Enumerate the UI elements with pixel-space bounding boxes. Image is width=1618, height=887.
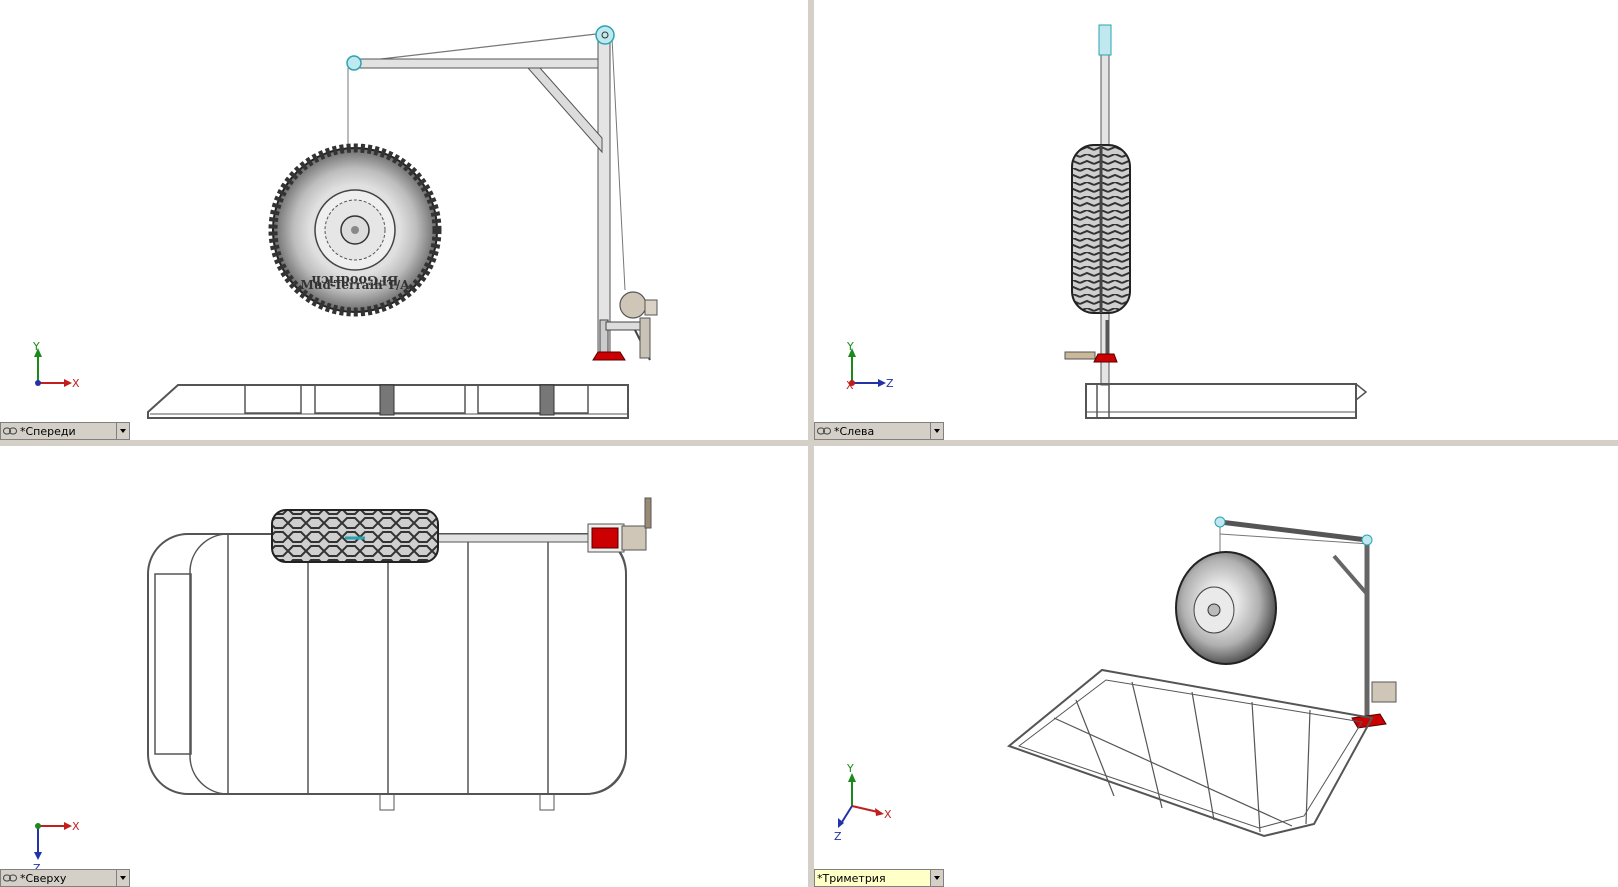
top-jack-red xyxy=(591,527,619,549)
tri-rail-1 xyxy=(1053,717,1293,827)
basket-mount-2 xyxy=(539,384,555,416)
viewport-left[interactable]: Y Z X *Слева xyxy=(814,0,1618,440)
tri-brace xyxy=(1332,554,1369,596)
trimetric-view-label: *Триметрия xyxy=(817,871,886,885)
tri-cross-3 xyxy=(1191,691,1215,821)
viewport-front[interactable]: BFGoodrich Mud-Terrain T/A Y X xyxy=(0,0,808,440)
left-view-selector[interactable]: *Слева xyxy=(814,422,944,440)
tire-top xyxy=(271,509,439,563)
crane-cable-top xyxy=(354,32,606,63)
viewport-top[interactable]: X Z *Сверху xyxy=(0,446,808,887)
axis-label-up: Y xyxy=(846,762,854,775)
pulley-left xyxy=(346,55,362,71)
pulley-top-hub xyxy=(601,31,609,39)
wheel-center xyxy=(351,226,359,234)
link-views-icon xyxy=(3,874,17,882)
crane-cable-winch xyxy=(611,37,626,291)
winch-drum xyxy=(619,291,647,319)
top-axis-triad: X Z xyxy=(33,820,80,875)
top-mount-1 xyxy=(379,793,395,811)
pulley-top xyxy=(595,25,615,45)
basket-outline xyxy=(147,384,629,419)
top-basket-end xyxy=(154,573,192,755)
winch-handle xyxy=(639,317,651,359)
front-view-selector[interactable]: *Спереди xyxy=(0,422,130,440)
top-view-selector[interactable]: *Сверху xyxy=(0,869,130,887)
link-views-icon xyxy=(817,427,831,435)
axis-label-right: X xyxy=(72,820,80,833)
top-view-drawing: X Z xyxy=(33,497,652,875)
dropdown-arrow-icon[interactable] xyxy=(930,870,943,886)
tire-model-label: Mud-Terrain T/A xyxy=(300,278,410,292)
side-basket-post xyxy=(1096,383,1110,419)
trimetric-axis-triad: Y X Z xyxy=(834,762,892,843)
trimetric-view-drawing: Y X Z xyxy=(834,516,1397,843)
tri-winch xyxy=(1371,681,1397,703)
axis-label-up: Y xyxy=(32,340,40,353)
tri-wheel-hub xyxy=(1207,603,1221,617)
tri-cross-1 xyxy=(1075,699,1115,797)
axis-label-down: Z xyxy=(33,862,41,875)
tri-pulley-2 xyxy=(1361,534,1373,546)
axis-label-right: Z xyxy=(886,377,894,390)
axis-label-right: X xyxy=(72,377,80,390)
axis-label-up: Y xyxy=(846,340,854,353)
tri-cross-2 xyxy=(1131,681,1163,809)
dropdown-arrow-icon[interactable] xyxy=(116,423,129,439)
axis-label-third: X xyxy=(846,379,854,392)
jack-base-red xyxy=(592,351,626,361)
tri-cable xyxy=(1219,533,1371,545)
axis-label-third: Z xyxy=(834,830,842,843)
left-axis-triad: Y Z X xyxy=(846,340,894,392)
winch-body xyxy=(644,299,658,316)
link-views-icon xyxy=(3,427,17,435)
dropdown-arrow-icon[interactable] xyxy=(116,870,129,886)
left-view-label: *Слева xyxy=(834,424,875,438)
tri-cross-5 xyxy=(1305,709,1311,825)
side-basket xyxy=(1085,383,1357,419)
side-jack-base xyxy=(1093,353,1118,363)
crane-brace xyxy=(526,67,603,154)
crane-mast xyxy=(597,39,611,361)
crank-handle xyxy=(1064,351,1096,360)
top-basket-outer xyxy=(147,533,627,795)
axis-label-right: X xyxy=(884,808,892,821)
trimetric-view-selector[interactable]: *Триметрия xyxy=(814,869,944,887)
tire-brand-label: BFGoodrich xyxy=(311,272,398,287)
tri-basket-inner xyxy=(1017,679,1363,829)
top-winch-handle xyxy=(644,497,652,529)
front-axis-triad: Y X xyxy=(32,340,80,390)
top-mount-2 xyxy=(539,793,555,811)
tri-cross-4 xyxy=(1251,701,1261,833)
basket-panel-1 xyxy=(244,384,302,414)
tri-pulley-1 xyxy=(1214,516,1226,528)
top-view-label: *Сверху xyxy=(20,871,67,885)
basket-panel-3 xyxy=(477,384,589,414)
tire-tread-front xyxy=(268,143,442,317)
tri-boom xyxy=(1219,519,1368,543)
viewport-trimetric[interactable]: Y X Z *Триметрия xyxy=(814,446,1618,887)
left-view-drawing: Y Z X xyxy=(846,24,1368,419)
dropdown-arrow-icon[interactable] xyxy=(930,423,943,439)
crane-boom xyxy=(351,58,605,69)
front-view-drawing: BFGoodrich Mud-Terrain T/A Y X xyxy=(32,25,658,419)
front-view-label: *Спереди xyxy=(20,424,76,438)
top-basket-inner xyxy=(189,533,627,795)
basket-mount-1 xyxy=(379,384,395,416)
top-winch xyxy=(621,525,647,551)
side-basket-end xyxy=(1355,383,1368,401)
side-pulley xyxy=(1098,24,1112,56)
tri-basket-outline xyxy=(1006,668,1374,838)
